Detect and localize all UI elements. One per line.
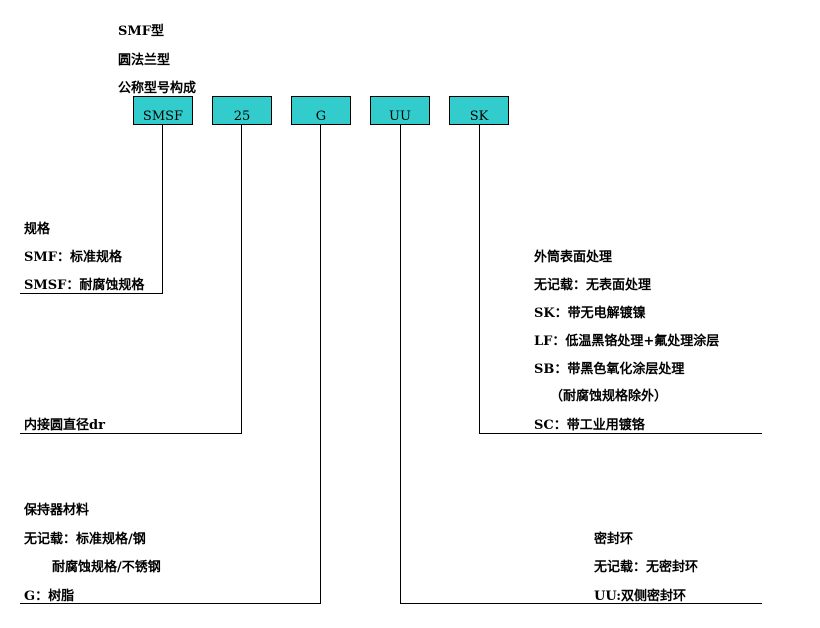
spec-item-standard: SMF：标准规格 bbox=[24, 250, 123, 265]
seal-title: 密封环 bbox=[594, 532, 634, 547]
code-box-25: 25 bbox=[212, 96, 272, 125]
retainer-item-stainless: 耐腐蚀规格/不锈钢 bbox=[52, 560, 161, 575]
spec-item-corrosion: SMSF：耐腐蚀规格 bbox=[24, 278, 145, 293]
connector-spec-vertical bbox=[162, 125, 163, 293]
connector-spec-horizontal bbox=[20, 293, 163, 294]
model-composition-title: 公称型号构成 bbox=[118, 81, 197, 96]
connector-diameter-vertical bbox=[241, 125, 242, 434]
surface-item-sb-note: （耐腐蚀规格除外） bbox=[550, 389, 668, 404]
connector-diameter-horizontal bbox=[20, 433, 242, 434]
spec-title: 规格 bbox=[24, 222, 51, 237]
code-box-sk: SK bbox=[449, 96, 509, 125]
connector-seal-horizontal bbox=[400, 603, 762, 604]
series-title: SMF型 bbox=[118, 24, 165, 39]
surface-item-none: 无记载：无表面处理 bbox=[534, 278, 652, 293]
surface-item-sc: SC：带工业用镀铬 bbox=[534, 418, 645, 433]
retainer-title: 保持器材料 bbox=[24, 503, 90, 518]
code-box-g: G bbox=[291, 96, 351, 125]
diameter-label: 内接圆直径dr bbox=[24, 418, 105, 433]
code-box-uu: UU bbox=[370, 96, 430, 125]
retainer-item-resin: G：树脂 bbox=[24, 589, 75, 604]
connector-retainer-vertical bbox=[320, 125, 321, 604]
connector-surface-horizontal bbox=[479, 433, 762, 434]
surface-item-lf: LF：低温黑铬处理+氟处理涂层 bbox=[534, 334, 720, 349]
seal-item-uu: UU:双侧密封环 bbox=[594, 589, 687, 604]
flange-type-title: 圆法兰型 bbox=[118, 53, 171, 68]
surface-title: 外筒表面处理 bbox=[534, 250, 613, 265]
connector-surface-vertical bbox=[479, 125, 480, 434]
code-box-smsf: SMSF bbox=[133, 96, 193, 125]
connector-seal-vertical bbox=[400, 125, 401, 604]
retainer-item-standard: 无记载：标准规格/钢 bbox=[24, 532, 146, 547]
seal-item-none: 无记载：无密封环 bbox=[594, 560, 699, 575]
surface-item-sk: SK：带无电解镀镍 bbox=[534, 306, 646, 321]
connector-retainer-horizontal bbox=[20, 603, 321, 604]
surface-item-sb: SB：带黑色氧化涂层处理 bbox=[534, 362, 685, 377]
